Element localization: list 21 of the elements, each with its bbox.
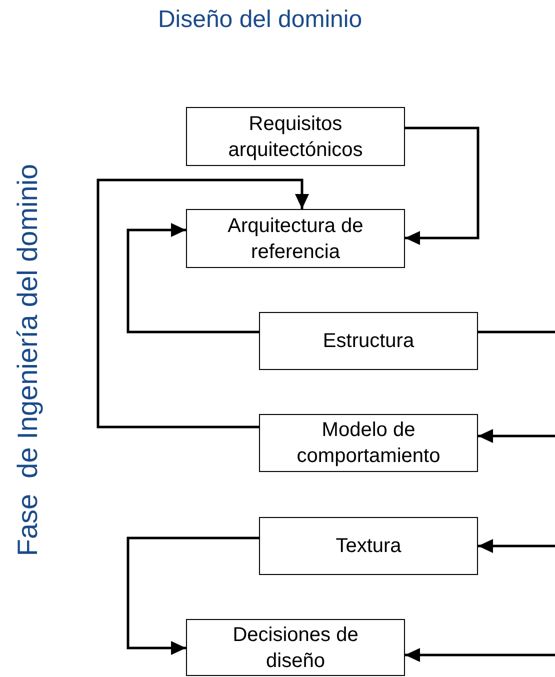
box-label: Modelo de comportamiento — [296, 418, 442, 469]
arrow — [405, 648, 555, 662]
phase-label: Fase de Ingeniería del dominio — [12, 162, 44, 558]
arrow — [126, 536, 259, 655]
diagram-title: Diseño del dominio — [156, 6, 364, 34]
process-box — [259, 312, 478, 370]
box-label: Arquitectura de referencia — [226, 214, 364, 264]
box-label: Textura — [336, 534, 402, 559]
process-box — [186, 619, 405, 676]
box-label: Decisiones de diseño — [232, 622, 360, 674]
arrow — [478, 429, 555, 443]
arrow — [478, 539, 555, 553]
process-box — [259, 414, 478, 472]
arrow — [405, 126, 480, 245]
box-label: Requisitos arquitectónicos — [227, 112, 364, 162]
box-label: Estructura — [322, 329, 414, 354]
arrow — [96, 178, 309, 428]
process-box — [259, 517, 478, 575]
arrow — [126, 223, 259, 334]
process-box — [186, 107, 405, 166]
process-box — [186, 209, 405, 268]
